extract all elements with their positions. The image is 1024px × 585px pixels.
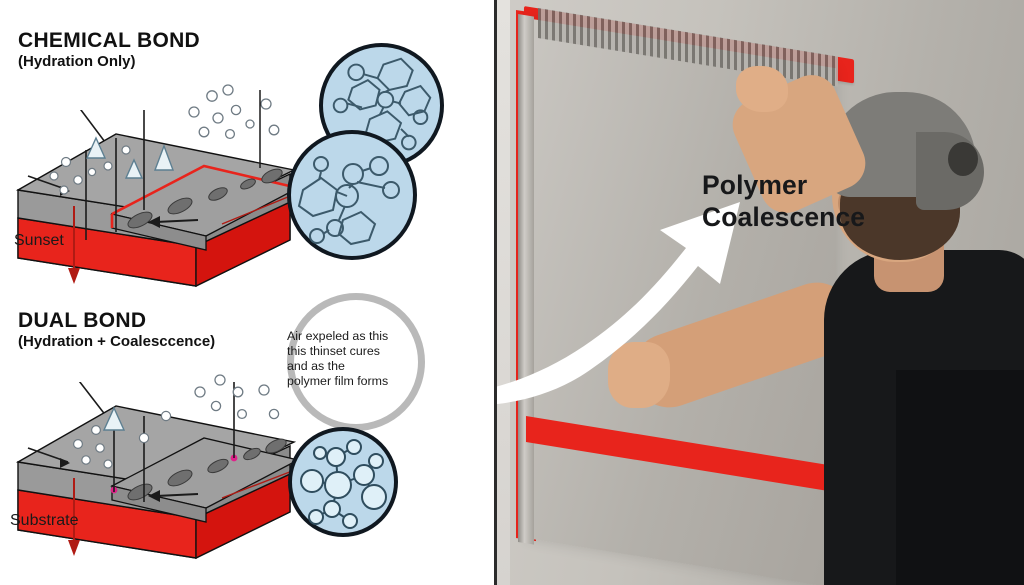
air-bubbles-top [188,84,280,168]
air-callout-line4: polymer film forms [287,374,389,389]
dual-bond-block-diagram [15,382,301,560]
lower-hand [608,342,670,408]
air-callout-line3: and as the [287,359,345,374]
photo-panel [496,0,1024,585]
air-bubbles-bottom [194,374,280,420]
photo-headline-line1: Polymer [702,170,808,200]
sunset-base-label: Sunset [14,232,64,249]
baseball-cap-strap-hole [948,142,978,176]
air-callout-text: Air expeled as this this thinset cures a… [287,329,439,390]
photo-headline: Polymer Coalescence [702,169,865,234]
dual-bond-heading: DUAL BOND (Hydration + Coalesccence) [18,309,216,351]
air-callout-line2: this thinset cures [287,344,380,359]
air-callout-line1: Air expeled as this [287,329,389,343]
dual-bond-subtitle: (Hydration + Coalesccence) [18,333,216,351]
ball-and-stick-molecule-icon [288,427,398,537]
molecule-cluster-icon-mid [287,130,417,260]
tile-panel-edge [518,14,534,545]
dual-bond-title: DUAL BOND [18,309,147,332]
chemical-bond-heading: CHEMICAL BOND (Hydration Only) [18,29,201,71]
chemical-bond-subtitle: (Hydration Only) [18,53,136,71]
photo-headline-line2: Coalescence [702,202,866,233]
air-callout-ring [287,293,425,431]
upper-hand [736,66,788,112]
panel-divider [494,0,497,585]
chemical-bond-title: CHEMICAL BOND [18,29,201,52]
diagram-panel: CHEMICAL BOND (Hydration Only) [0,0,496,585]
installer-person [608,66,1024,585]
chemical-bond-block-diagram [15,110,301,288]
torso-lower [896,370,1024,585]
wall-left-edge [496,0,510,585]
substrate-base-label: Substrate [10,512,79,529]
